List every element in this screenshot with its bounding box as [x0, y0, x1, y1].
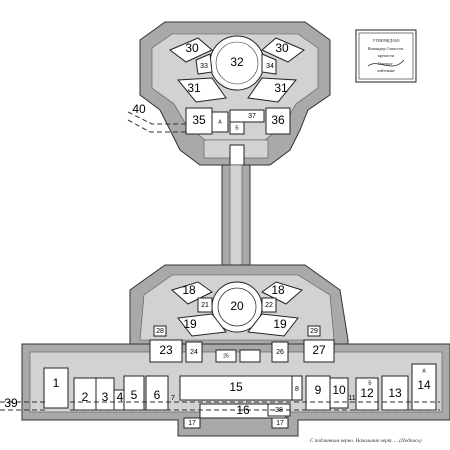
label-room-20: 20 — [230, 299, 244, 313]
label-room-12: 12 — [360, 386, 374, 400]
stamp-line-4: Генерал- — [378, 61, 394, 66]
label-room-30-left: 30 — [185, 41, 199, 55]
room-25-a — [215, 349, 237, 363]
label-room-32: 32 — [230, 55, 244, 69]
room-b-upper — [229, 121, 245, 135]
label-room-18-right: 18 — [271, 283, 285, 297]
stamp-line-5: лейтенант — [377, 68, 395, 73]
label-room-21: 21 — [201, 302, 209, 309]
label-room-29: 29 — [310, 328, 318, 335]
label-room-27: 27 — [312, 343, 326, 357]
label-room-9: 9 — [315, 383, 322, 397]
room-1 — [43, 367, 69, 409]
label-room-11: 11 — [348, 395, 355, 402]
label-mark-b-lower: Б — [368, 380, 372, 386]
room-21 — [197, 297, 213, 313]
room-25-b — [239, 349, 261, 363]
stamp-line-3: крепости — [378, 53, 395, 58]
label-room-2: 2 — [82, 390, 89, 404]
room-19-left — [177, 313, 227, 337]
label-room-16: 16 — [236, 403, 250, 417]
label-room-3: 3 — [102, 390, 109, 404]
label-room-19-right: 19 — [273, 317, 287, 331]
room-13 — [381, 375, 409, 411]
label-room-22: 22 — [265, 302, 273, 309]
stamp-line-1: УТВЕРЖДАЮ — [373, 38, 401, 43]
approval-stamp: УТВЕРЖДАЮ Командир Севастоп. крепости Ге… — [355, 29, 417, 83]
label-room-30-right: 30 — [275, 41, 289, 55]
label-room-36: 36 — [271, 113, 285, 127]
label-room-14: 14 — [417, 378, 431, 392]
room-28 — [153, 325, 167, 337]
room-37 — [229, 109, 265, 123]
tunnel-40 — [127, 111, 186, 133]
label-room-19-left: 19 — [183, 317, 197, 331]
room-a-upper — [211, 111, 229, 133]
label-mark-a-lower: A — [422, 368, 426, 374]
room-36 — [265, 107, 291, 135]
label-room-8: 8 — [295, 386, 299, 393]
label-room-17-right: 17 — [276, 420, 284, 427]
room-8 — [291, 375, 303, 401]
label-room-13: 13 — [388, 386, 402, 400]
label-room-10: 10 — [332, 383, 346, 397]
label-room-6: 6 — [154, 388, 161, 402]
room-30-right — [261, 37, 305, 63]
label-room-34: 34 — [266, 63, 274, 70]
label-room-4: 4 — [117, 390, 124, 404]
label-mark-a-upper: A — [218, 119, 222, 125]
label-room-25: 25 — [223, 353, 229, 359]
room-23 — [149, 339, 183, 363]
room-19-right — [247, 313, 299, 337]
room-10 — [329, 377, 349, 409]
label-room-1: 1 — [53, 376, 60, 390]
room-29 — [307, 325, 321, 337]
label-room-31-right: 31 — [274, 81, 288, 95]
label-room-26: 26 — [276, 349, 284, 356]
room-17-right — [271, 417, 289, 429]
label-room-35: 35 — [192, 113, 206, 127]
label-room-7: 7 — [171, 395, 175, 402]
room-18-left — [170, 281, 213, 305]
room-30-left — [169, 37, 213, 63]
room-26 — [271, 341, 289, 363]
certification-footnote: С подлинным верно. Начальник черт. ... (… — [310, 437, 422, 444]
label-room-18-left: 18 — [182, 283, 196, 297]
label-room-15: 15 — [229, 380, 243, 394]
label-room-38: 38 — [275, 407, 283, 414]
room-33 — [195, 53, 213, 75]
room-27 — [303, 339, 335, 363]
label-mark-b-upper: Б — [235, 125, 239, 131]
room-31-left — [176, 77, 227, 103]
label-room-31-left: 31 — [187, 81, 201, 95]
room-17-left — [183, 417, 201, 429]
label-room-24: 24 — [190, 349, 198, 356]
room-31-right — [247, 77, 298, 103]
label-room-33: 33 — [200, 63, 208, 70]
room-24 — [185, 341, 203, 363]
room-18-right — [261, 281, 304, 305]
label-room-37: 37 — [248, 113, 256, 120]
label-marker-39: 39 — [4, 396, 18, 410]
label-marker-40: 40 — [132, 102, 146, 116]
stamp-line-2: Командир Севастоп. — [368, 46, 404, 51]
room-34 — [261, 53, 277, 75]
label-room-17-left: 17 — [188, 420, 196, 427]
label-room-28: 28 — [156, 328, 164, 335]
label-room-23: 23 — [159, 343, 173, 357]
tunnel-39-continued — [70, 401, 440, 411]
label-room-5: 5 — [131, 388, 138, 402]
room-22 — [261, 297, 277, 313]
